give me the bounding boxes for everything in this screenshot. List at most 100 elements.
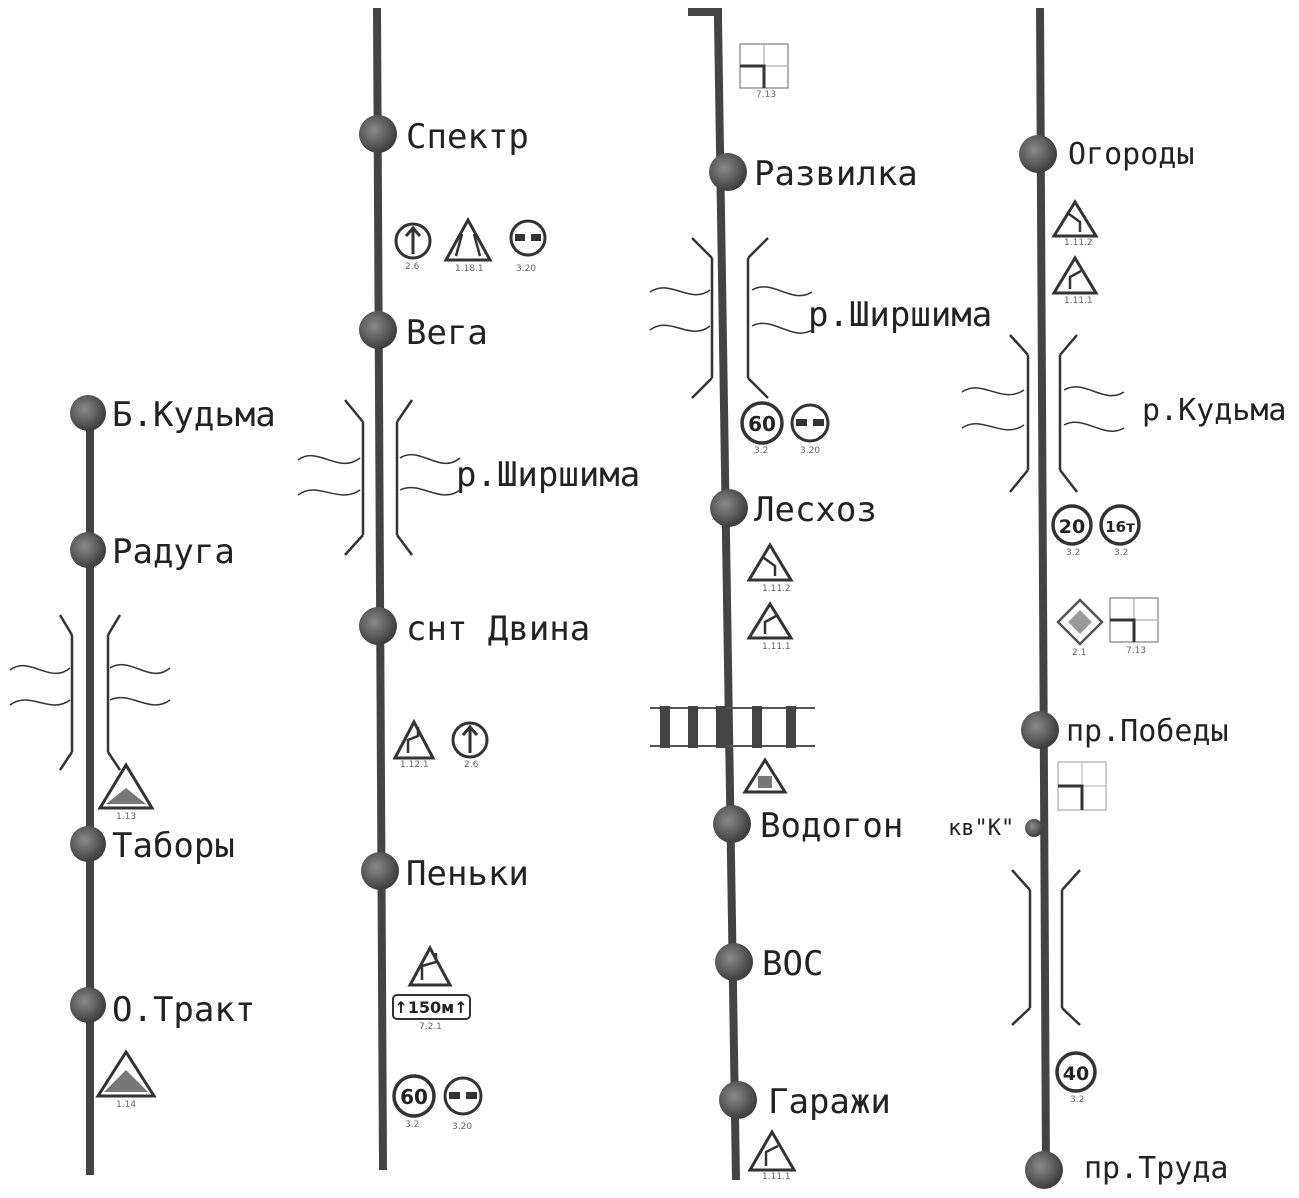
railway-crossing-sign-icon bbox=[742, 757, 788, 794]
stop-label: снт Двина bbox=[406, 609, 591, 649]
stop-label: Вега bbox=[406, 313, 488, 353]
double-curve-sign-icon bbox=[407, 944, 453, 987]
stop-marker[interactable] bbox=[70, 395, 106, 431]
river-label: р.Кудьма bbox=[1142, 393, 1287, 428]
curve-right-sign-icon bbox=[1051, 255, 1099, 295]
intersection-plate-icon bbox=[1057, 761, 1107, 811]
stop-marker[interactable] bbox=[1025, 1151, 1063, 1189]
curve-left-sign-icon bbox=[746, 542, 794, 582]
stop-label: Развилка bbox=[754, 154, 918, 194]
stops bbox=[70, 115, 1063, 1189]
stop-marker[interactable] bbox=[710, 489, 748, 527]
stop-marker[interactable] bbox=[359, 115, 397, 153]
sign-code: 2.6 bbox=[405, 262, 420, 272]
bridge-route-1 bbox=[9, 614, 171, 771]
sign-code: 3.2 bbox=[1066, 548, 1081, 558]
sign-code: 2.1 bbox=[1072, 648, 1087, 658]
stop-label: О.Тракт bbox=[112, 990, 256, 1030]
sign-code: 7.2.1 bbox=[419, 1022, 442, 1032]
stop-marker[interactable] bbox=[1019, 135, 1057, 173]
distance-plate-text: ↑150м↑ bbox=[394, 998, 467, 1017]
curve-right-sign-icon bbox=[747, 1129, 797, 1172]
stop-label: пр.Победы bbox=[1066, 714, 1229, 749]
sign-code: 3.20 bbox=[516, 264, 537, 274]
weight-limit-sign-icon: 16т bbox=[1099, 504, 1141, 546]
sign-code: 1.13 bbox=[116, 812, 137, 822]
stop-label: кв"К" bbox=[948, 816, 1015, 841]
stop-marker[interactable] bbox=[1025, 819, 1043, 837]
speed-limit-sign-icon: 60 bbox=[392, 1074, 436, 1118]
stop-marker[interactable] bbox=[361, 852, 399, 890]
sign-code: 7.13 bbox=[756, 90, 777, 100]
sign-code: 1.11.2 bbox=[1064, 238, 1093, 248]
river-label: р.Ширшима bbox=[456, 455, 641, 495]
sign-code: 1.18.1 bbox=[455, 264, 484, 274]
stop-marker[interactable] bbox=[719, 1081, 757, 1119]
intersection-plate-icon bbox=[1109, 597, 1159, 643]
sign-code: 1.14 bbox=[116, 1100, 137, 1110]
route-line-4 bbox=[1036, 7, 1050, 1171]
speed-limit-sign-icon: 40 bbox=[1055, 1051, 1097, 1093]
speed-limit-sign-icon: 60 bbox=[740, 401, 784, 445]
river-label: р.Ширшима bbox=[808, 295, 993, 335]
stop-marker[interactable] bbox=[713, 805, 751, 843]
sign-code: 1.11.1 bbox=[1064, 296, 1093, 306]
stop-label: ВОС bbox=[762, 944, 824, 984]
main-road-sign-icon bbox=[1056, 598, 1104, 646]
stop-label: пр.Труда bbox=[1084, 1151, 1229, 1186]
sign-code: 1.11.1 bbox=[762, 642, 791, 652]
curve-right-sign-icon bbox=[746, 601, 794, 640]
double-curve-sign-icon bbox=[392, 718, 436, 760]
curve-left-sign-icon bbox=[1051, 199, 1099, 238]
no-overtaking-priority-sign-icon bbox=[394, 222, 432, 260]
stop-marker[interactable] bbox=[359, 607, 397, 645]
sign-code: 1.11.2 bbox=[762, 584, 791, 594]
speed-limit-text: 60 bbox=[748, 412, 776, 436]
priority-direction-sign-icon bbox=[451, 721, 489, 759]
stop-label: Пеньки bbox=[406, 854, 529, 894]
stop-label: Гаражи bbox=[768, 1082, 891, 1122]
stop-marker[interactable] bbox=[70, 826, 106, 862]
stop-label: Водогон bbox=[760, 806, 904, 846]
warning-sign-icon bbox=[97, 762, 155, 810]
stop-marker[interactable] bbox=[70, 532, 106, 568]
stop-marker[interactable] bbox=[715, 943, 753, 981]
weight-limit-text: 16т bbox=[1105, 518, 1135, 536]
bridge-route-3 bbox=[649, 237, 813, 399]
no-overtaking-sign-icon bbox=[443, 1076, 483, 1116]
stop-marker[interactable] bbox=[70, 987, 106, 1023]
warning-sign-icon bbox=[95, 1049, 157, 1098]
route-line-2 bbox=[373, 7, 387, 1171]
bridge-route-4-upper bbox=[961, 334, 1125, 493]
route-line-3 bbox=[688, 8, 740, 1181]
sign-code: 1.12.1 bbox=[400, 760, 429, 770]
stop-label: Спектр bbox=[406, 117, 529, 157]
stop-label: Огороды bbox=[1068, 137, 1195, 172]
speed-limit-text: 60 bbox=[400, 1085, 428, 1109]
speed-limit-sign-icon: 20 bbox=[1051, 504, 1093, 546]
sign-code: 3.2 bbox=[405, 1120, 420, 1130]
stop-marker[interactable] bbox=[1021, 711, 1059, 749]
stop-label: Радуга bbox=[112, 532, 235, 572]
railway-crossing bbox=[650, 706, 815, 748]
stop-label: Лесхоз bbox=[754, 490, 877, 530]
speed-limit-text: 40 bbox=[1063, 1063, 1089, 1085]
no-overtaking-sign-icon bbox=[790, 403, 830, 443]
stop-label: Таборы bbox=[112, 826, 235, 866]
stop-marker[interactable] bbox=[709, 153, 747, 191]
stop-label: Б.Кудьма bbox=[112, 395, 276, 435]
sign-code: 3.2 bbox=[1070, 1095, 1085, 1105]
stop-marker[interactable] bbox=[359, 311, 397, 349]
intersection-plate-icon bbox=[739, 43, 789, 89]
sign-code: 7.13 bbox=[1126, 646, 1147, 656]
sign-code: 1.11.1 bbox=[762, 1172, 791, 1182]
distance-plate: ↑150м↑ bbox=[392, 994, 471, 1020]
sign-code: 3.20 bbox=[800, 446, 821, 456]
bridge-route-4-lower bbox=[1011, 869, 1081, 1026]
speed-limit-text: 20 bbox=[1059, 516, 1085, 538]
sign-code: 3.20 bbox=[452, 1122, 473, 1132]
road-narrows-sign-icon bbox=[443, 216, 493, 262]
sign-code: 2.6 bbox=[464, 760, 479, 770]
